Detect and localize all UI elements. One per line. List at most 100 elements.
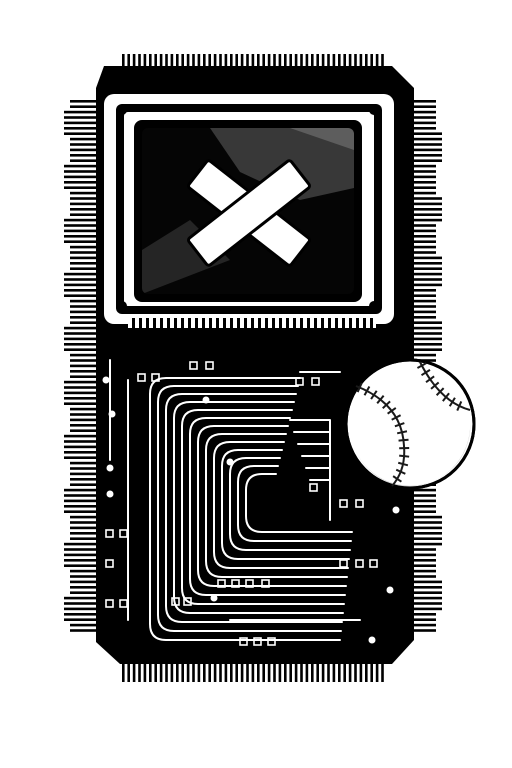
pin <box>251 660 255 682</box>
pin <box>64 229 98 233</box>
pin <box>412 591 442 594</box>
trace <box>309 479 331 521</box>
pin <box>412 218 442 222</box>
pin <box>70 418 98 422</box>
pin <box>348 54 352 70</box>
pin <box>64 613 98 616</box>
pin <box>412 256 442 260</box>
pin <box>375 660 379 682</box>
pin <box>64 272 98 276</box>
pad <box>171 597 180 606</box>
frame-tooth <box>370 318 373 328</box>
pin <box>70 197 98 200</box>
pin <box>70 213 98 216</box>
pad <box>105 529 114 538</box>
stitch <box>456 405 461 411</box>
pin <box>224 54 228 70</box>
pin <box>284 660 287 682</box>
chip-pins-bottom <box>122 660 384 682</box>
pin <box>64 456 98 459</box>
trace <box>205 433 348 578</box>
pad <box>355 499 364 508</box>
pin <box>412 137 442 141</box>
pin <box>64 224 98 227</box>
pin <box>412 510 436 513</box>
trace <box>229 457 351 551</box>
pin <box>412 348 442 351</box>
pin <box>412 618 436 621</box>
pin <box>412 559 436 562</box>
pin <box>412 240 436 243</box>
pin <box>412 148 442 152</box>
pin <box>412 262 442 265</box>
pin <box>213 54 217 70</box>
pin <box>64 559 98 562</box>
pin <box>300 54 303 70</box>
pin <box>70 316 98 319</box>
pin <box>327 660 330 682</box>
pad <box>151 373 160 382</box>
pin <box>412 175 436 179</box>
pin <box>197 660 201 682</box>
pad <box>105 559 114 568</box>
pin <box>197 54 201 70</box>
pin <box>64 434 98 438</box>
pin <box>332 660 336 682</box>
pin <box>412 586 442 589</box>
pin <box>70 148 98 152</box>
pin <box>64 294 98 297</box>
pin <box>70 537 98 540</box>
pad <box>205 361 214 370</box>
pin <box>70 429 98 432</box>
frame-tooth <box>293 318 296 328</box>
pad <box>231 579 240 588</box>
pin <box>192 660 195 682</box>
pad <box>339 559 348 568</box>
pin <box>412 332 442 335</box>
frame-tooth <box>307 318 310 328</box>
pin <box>170 660 174 682</box>
pin <box>412 494 436 497</box>
frame-tooth <box>216 318 219 328</box>
pin <box>64 132 98 135</box>
pin <box>294 54 298 70</box>
stitch <box>395 468 402 473</box>
pin <box>70 407 98 411</box>
pin <box>311 660 314 682</box>
pin <box>338 54 341 70</box>
stitch <box>421 362 427 367</box>
pin <box>412 197 442 200</box>
pin <box>381 54 384 70</box>
pin <box>70 370 98 373</box>
pad <box>295 377 304 386</box>
pin <box>412 121 436 125</box>
pin <box>235 54 238 70</box>
pin <box>284 54 287 70</box>
pin <box>176 660 179 682</box>
pin <box>338 660 341 682</box>
pin <box>381 660 384 682</box>
pin <box>412 613 436 616</box>
pin <box>149 54 152 70</box>
pin <box>359 660 363 682</box>
pin <box>305 660 309 682</box>
pin <box>70 154 98 157</box>
pin <box>412 143 442 146</box>
stitch <box>396 431 403 435</box>
pad <box>261 579 270 588</box>
frame-tooth <box>139 318 142 328</box>
pad <box>105 599 114 608</box>
frame-tooth <box>286 318 289 328</box>
pin <box>64 337 98 341</box>
trace <box>245 473 353 533</box>
stitch <box>439 387 445 393</box>
pin <box>64 391 98 395</box>
stitch <box>366 386 371 392</box>
trace <box>213 441 349 569</box>
pin <box>70 515 98 519</box>
pin <box>70 137 98 141</box>
chip-pins-left <box>64 100 98 632</box>
pin <box>70 143 98 146</box>
pin <box>70 478 98 481</box>
pin <box>70 467 98 470</box>
